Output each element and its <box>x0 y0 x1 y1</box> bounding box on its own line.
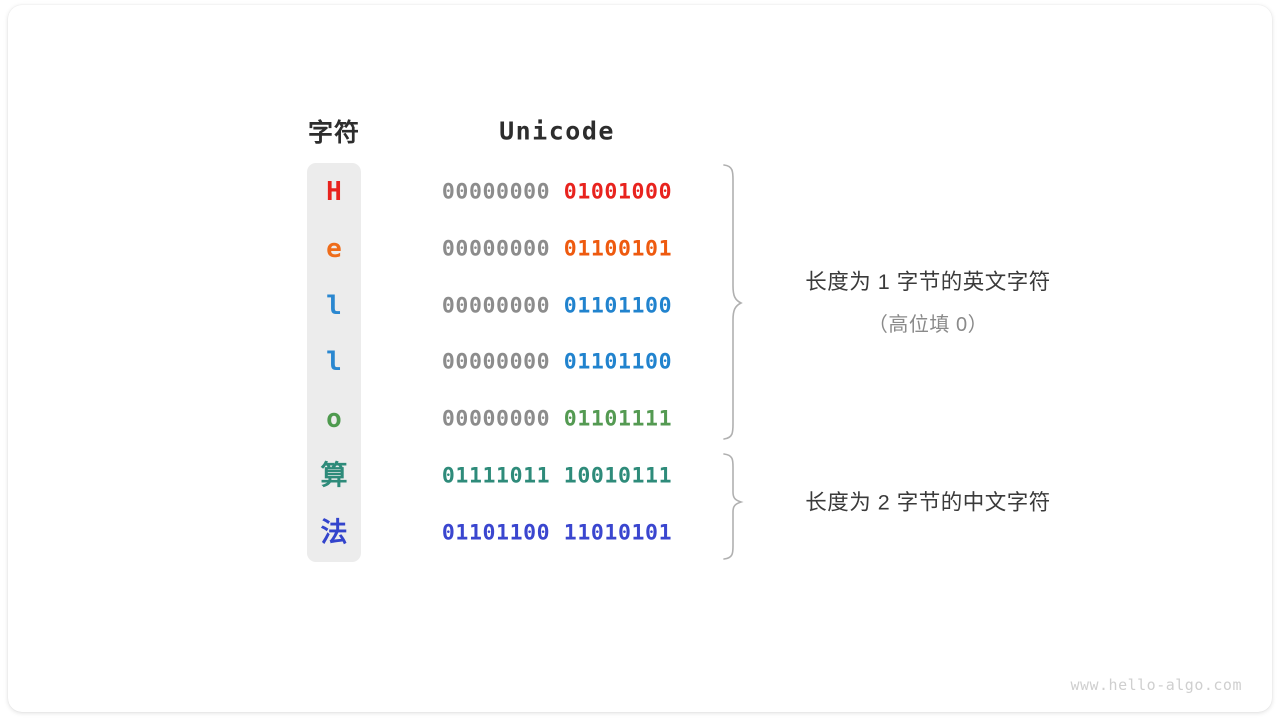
row-character: e <box>326 233 342 264</box>
column-header-unicode: Unicode <box>499 116 615 146</box>
footer-watermark-url: www.hello-algo.com <box>1070 676 1242 694</box>
row-bits-value: 01101100 <box>563 293 673 319</box>
brace-chinese-group <box>723 453 744 560</box>
row-character: 算 <box>320 460 348 491</box>
annotation-chinese-bytes: 长度为 2 字节的中文字符 <box>805 486 1050 517</box>
brace-english-group <box>723 164 743 440</box>
row-bits-value: 01001000 <box>563 179 673 205</box>
row-unicode-bits: 01101100 11010101 <box>442 520 672 545</box>
character-column-background <box>307 163 361 562</box>
column-header-character: 字符 <box>307 119 361 147</box>
row-bits-value: 01100101 <box>563 236 673 262</box>
row-bits-padding: 00000000 <box>441 179 564 205</box>
row-unicode-bits: 01111011 10010111 <box>442 464 672 489</box>
row-bits-value: 01111011 10010111 <box>441 463 673 489</box>
row-character: H <box>326 177 342 207</box>
row-bits-value: 01101100 <box>563 349 673 375</box>
row-character: l <box>326 347 342 378</box>
row-character: 法 <box>320 517 348 548</box>
row-bits-padding: 00000000 <box>441 293 564 319</box>
row-bits-value: 01101111 <box>563 406 673 432</box>
row-bits-value: 01101100 11010101 <box>441 520 673 546</box>
row-unicode-bits: 00000000 01100101 <box>442 236 672 261</box>
row-character: o <box>326 404 342 435</box>
annotation-english-line1: 长度为 1 字节的英文字符 <box>805 270 1051 294</box>
row-unicode-bits: 00000000 01101100 <box>442 293 672 318</box>
annotation-english-line2: （高位填 0） <box>867 314 989 336</box>
figure-card <box>8 5 1272 712</box>
row-bits-padding: 00000000 <box>441 236 564 262</box>
annotation-english-bytes: 长度为 1 字节的英文字符 （高位填 0） <box>805 265 1050 337</box>
row-bits-padding: 00000000 <box>441 406 564 432</box>
annotation-chinese-line1: 长度为 2 字节的中文字符 <box>805 490 1051 515</box>
row-character: l <box>326 290 342 321</box>
row-unicode-bits: 00000000 01001000 <box>442 180 672 205</box>
row-unicode-bits: 00000000 01101100 <box>442 350 672 375</box>
row-unicode-bits: 00000000 01101111 <box>442 407 672 432</box>
row-bits-padding: 00000000 <box>441 349 564 375</box>
